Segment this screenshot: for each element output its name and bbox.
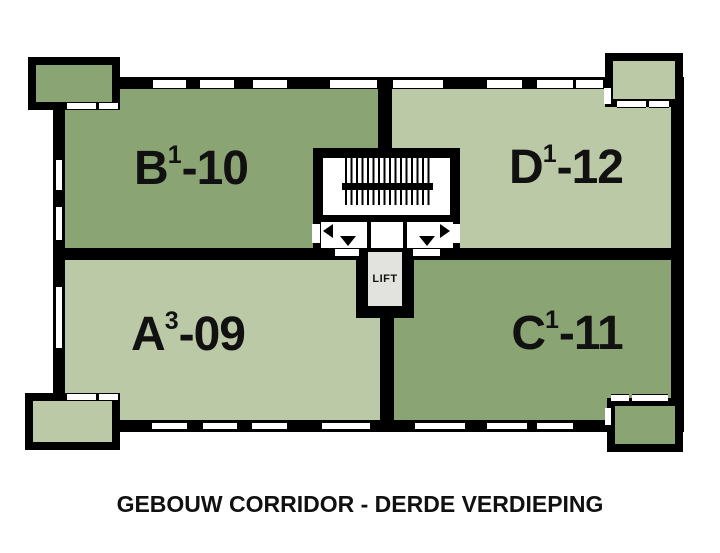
window: [252, 423, 287, 429]
balcony-door-bl-1: [67, 393, 96, 401]
lift-cab: LIFT: [368, 252, 402, 306]
corridor-chamber-center: [371, 222, 403, 248]
window: [56, 207, 62, 240]
unit-label-d1-12: D1-12: [509, 140, 624, 194]
lift-label: LIFT: [372, 273, 398, 285]
window: [487, 80, 522, 88]
window: [537, 423, 573, 429]
window: [200, 80, 234, 88]
unit-area-c1-11: [394, 260, 671, 420]
window: [415, 423, 465, 429]
balcony-bottom-left: [25, 393, 120, 450]
stair-treads: [345, 158, 433, 205]
unit-label-b1-10: B1-10: [134, 141, 249, 195]
balcony-door-bl-2: [99, 393, 118, 401]
window: [152, 423, 187, 429]
balcony-door-tr-side: [604, 88, 611, 104]
window: [203, 423, 237, 429]
door-arrow-right-icon: [440, 224, 450, 238]
floor-caption: GEBOUW CORRIDOR - DERDE VERDIEPING: [116, 491, 604, 517]
window: [487, 423, 527, 429]
balcony-door-tr-2: [649, 100, 669, 108]
window: [56, 287, 62, 348]
door-arrow-left-icon: [323, 224, 333, 238]
window: [153, 80, 186, 88]
unit-label-c1-11: C1-11: [511, 306, 623, 360]
balcony-door-tl-1: [67, 102, 96, 110]
balcony-door-tl-2: [99, 102, 118, 110]
entry-door-unit-d: [452, 224, 460, 243]
window: [322, 423, 370, 429]
stair-handrail: [342, 183, 433, 190]
window: [576, 80, 603, 88]
balcony-door-br-side: [605, 408, 611, 425]
entry-door-unit-c: [413, 249, 440, 256]
door-arrow-down-left-icon: [340, 236, 356, 246]
door-arrow-down-right-icon: [419, 236, 435, 246]
balcony-door-br-1: [611, 394, 629, 402]
window: [56, 160, 62, 190]
balcony-top-right: [605, 53, 683, 107]
balcony-door-tr-1: [617, 100, 646, 108]
window: [253, 80, 287, 88]
entry-door-unit-a: [335, 249, 359, 256]
divider-wall-lower: [380, 306, 394, 432]
window: [393, 80, 443, 88]
balcony-bottom-right: [607, 398, 683, 452]
entry-door-unit-b: [312, 224, 320, 243]
window: [330, 80, 377, 88]
window: [537, 80, 573, 88]
balcony-door-br-2: [632, 394, 668, 402]
unit-label-a3-09: A3-09: [131, 307, 246, 361]
